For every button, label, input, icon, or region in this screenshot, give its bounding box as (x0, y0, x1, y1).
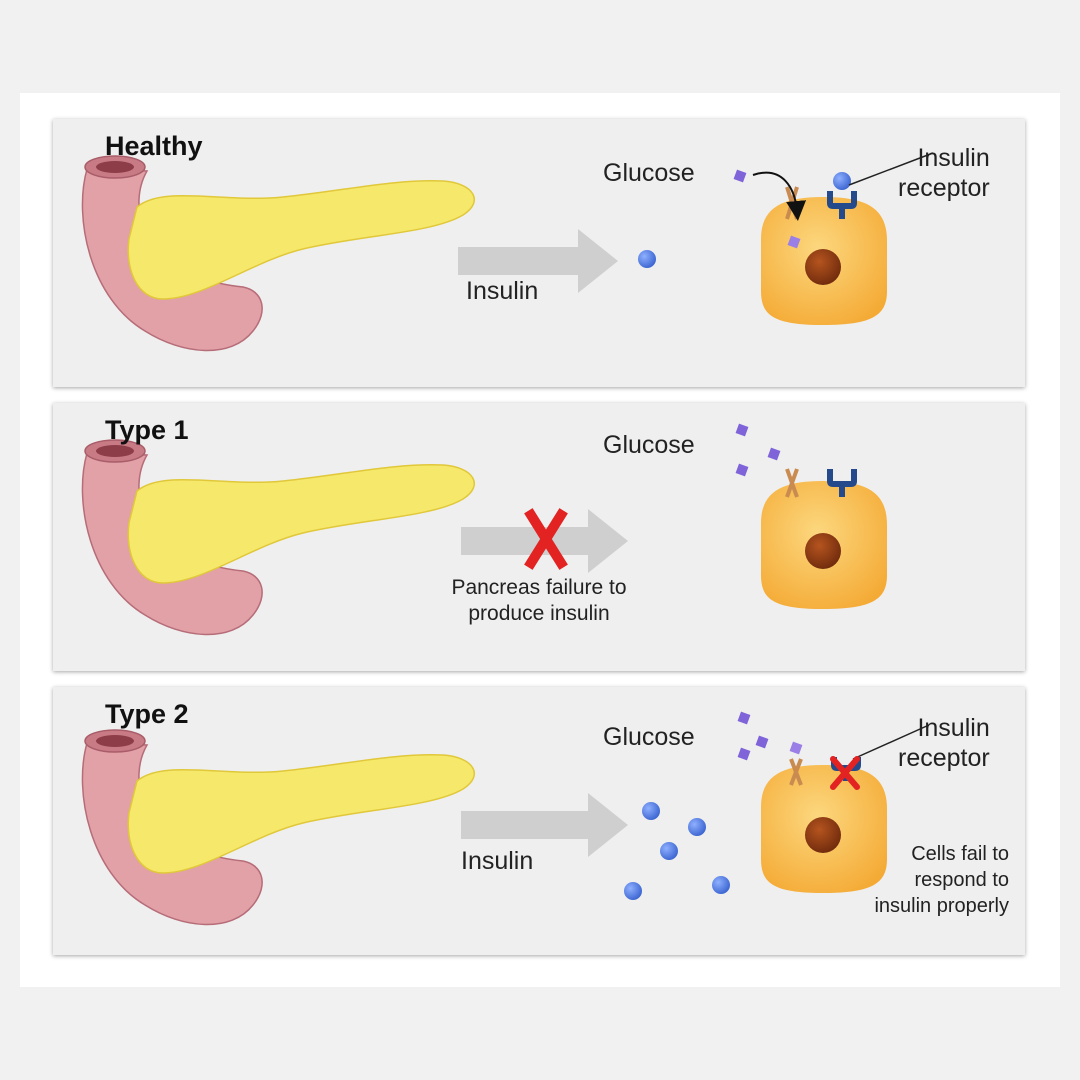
cells-fail-note-line2: respond to (914, 869, 1009, 891)
receptor-failure-cross-icon (830, 756, 860, 790)
insulin-molecule (638, 250, 656, 268)
receptor-label-line2: receptor (898, 744, 990, 772)
receptor-label-line1: Insulin (917, 714, 990, 742)
pancreas (127, 754, 476, 874)
insulin-arrow (458, 229, 618, 293)
nucleus (805, 249, 841, 285)
failure-label-line2: produce insulin (468, 602, 610, 625)
panel-type1: Type 1 Glucose Pancreas failure to produ… (53, 403, 1025, 671)
glucose-molecule (787, 235, 801, 249)
panel-type2-illustration (81, 711, 930, 926)
insulin-molecule (660, 842, 678, 860)
panel-title: Type 2 (105, 699, 189, 729)
nucleus (805, 533, 841, 569)
glucose-molecule (789, 741, 803, 755)
glucose-molecule (735, 423, 749, 437)
panel-title: Type 1 (105, 415, 189, 445)
receptor-label-line2: receptor (898, 174, 990, 202)
glucose-molecule (733, 169, 747, 183)
glucose-path-arrow (752, 171, 807, 221)
nucleus (805, 817, 841, 853)
failure-label: Pancreas failure to produce insulin (419, 575, 659, 627)
duodenum (81, 155, 263, 352)
glucose-label: Glucose (603, 431, 695, 459)
insulin-receptor (827, 152, 934, 219)
insulin-receptor (827, 469, 857, 497)
diagram-frame: Healthy Glucose Insulin Insulin receptor (20, 93, 1060, 987)
insulin-label: Insulin (466, 277, 539, 305)
glucose-transporter (785, 468, 799, 498)
panel-healthy: Healthy Glucose Insulin Insulin receptor (53, 119, 1025, 387)
glucose-label: Glucose (603, 723, 695, 751)
cells-fail-note: Cells fail to respond to insulin properl… (841, 841, 1009, 919)
insulin-molecule (712, 876, 730, 894)
glucose-label: Glucose (603, 159, 695, 187)
insulin-molecule (624, 882, 642, 900)
panel-healthy-illustration (81, 152, 934, 352)
glucose-transporter (789, 758, 803, 786)
glucose-molecule (737, 711, 751, 725)
insulin-molecule (688, 818, 706, 836)
panel-type2: Type 2 Glucose Insulin Insulin receptor … (53, 687, 1025, 955)
insulin-label: Insulin (461, 847, 534, 875)
cells-fail-note-line3: insulin properly (874, 895, 1009, 917)
insulin-molecule (642, 802, 660, 820)
panel-title: Healthy (105, 131, 203, 161)
receptor-label: Insulin receptor (898, 143, 990, 203)
receptor-label: Insulin receptor (898, 713, 990, 773)
panel-type1-illustration (81, 423, 887, 636)
failure-cross-icon (524, 508, 568, 570)
glucose-molecule (755, 735, 769, 749)
receptor-label-line1: Insulin (917, 144, 990, 172)
pancreas (127, 464, 476, 584)
glucose-molecule (767, 447, 781, 461)
cells-fail-note-line1: Cells fail to (911, 843, 1009, 865)
glucose-molecule (737, 747, 751, 761)
glucose-molecule (735, 463, 749, 477)
pancreas (127, 180, 476, 300)
insulin-arrow (461, 793, 628, 857)
failure-label-line1: Pancreas failure to (451, 576, 627, 599)
